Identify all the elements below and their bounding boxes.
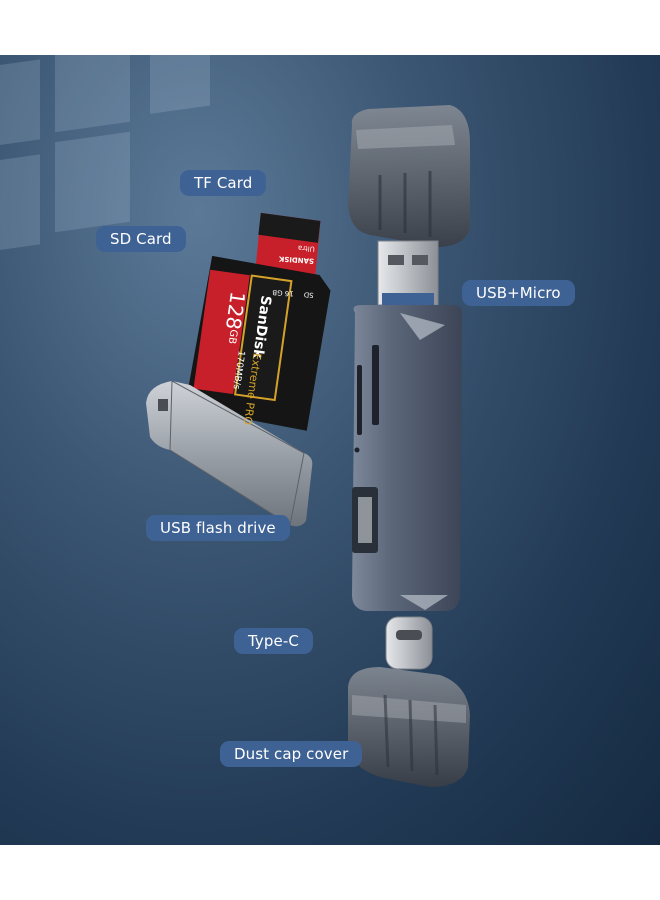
sd-card [184,255,331,431]
usb-flash-drive [146,380,313,527]
tf-card-label: TF Card [180,170,267,196]
tf-tag: SD [303,290,314,299]
bottom-dust-cap [348,667,470,787]
usb-flash-drive-label: USB flash drive [146,515,290,541]
card-reader-body [352,305,463,611]
product-scene: TF Card SD Card USB+Micro USB flash driv… [0,55,660,845]
top-dust-cap [348,105,470,247]
sd-brand: SanDisk [249,294,274,360]
sd-unit: GB [225,328,239,345]
type-c-connector [385,616,433,670]
tf-line: Ultra [297,243,316,253]
sd-capacity: 128 [220,290,250,332]
sd-card-label: SD Card [96,226,186,252]
window-light-reflection [0,55,210,250]
type-c-label: Type-C [234,628,313,654]
usb-micro-label: USB+Micro [462,280,575,306]
scene-illustration [0,55,470,787]
tf-capacity: 16 GB [272,288,294,298]
dust-cap-label: Dust cap cover [220,741,363,767]
tf-card-print: SD 16 GB SANDISK Ultra [249,213,325,308]
tf-brand: SANDISK [278,254,315,265]
usb-a-connector [377,240,439,307]
sd-speed: 170MB/s [230,349,246,390]
